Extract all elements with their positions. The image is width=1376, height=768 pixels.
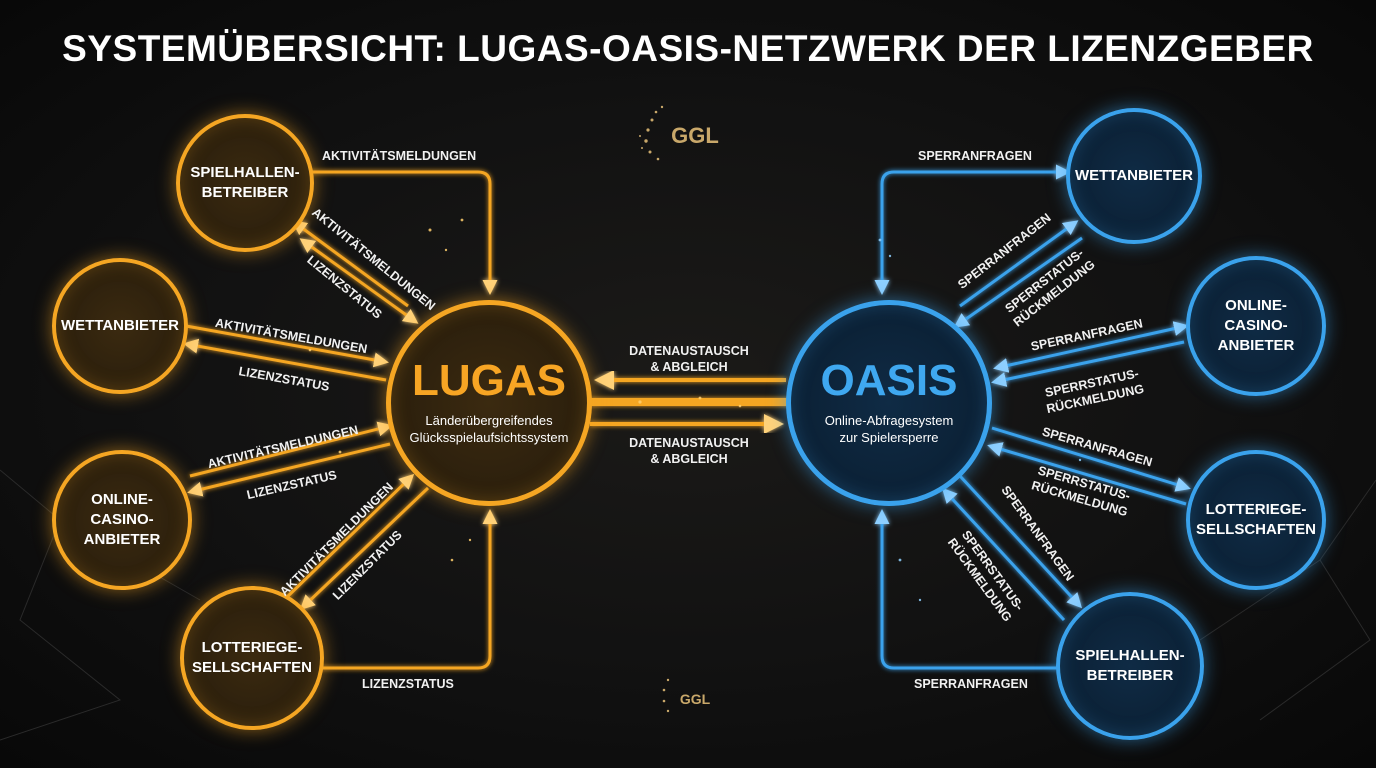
node-online-casino-oasis: ONLINE- CASINO- ANBIETER — [1186, 256, 1326, 396]
arrow-oasis-casino — [993, 321, 1189, 373]
arrow-casino-lugas — [189, 421, 393, 478]
arrow-lotterie-lugas — [284, 473, 415, 600]
node-spielhallen-betreiber-oasis: SPIELHALLEN- BETREIBER — [1056, 592, 1204, 740]
arrow-lotterie-to-lugas-bottom — [320, 509, 498, 670]
arrow-spielhallen-lugas — [299, 238, 419, 324]
hub-oasis-subtitle-1: Online-Abfragesystem — [824, 413, 954, 429]
arrow-oasis-wett — [959, 220, 1079, 308]
oasis-arrows — [874, 164, 1191, 670]
node-wettanbieter-lugas: WETTANBIETER — [52, 258, 188, 394]
label-lugas-top-flow: AKTIVITÄTSMELDUNGEN — [322, 149, 477, 163]
orange-sparkles — [308, 218, 742, 562]
hub-oasis-subtitle-2: zur Spielersperre — [839, 430, 939, 445]
arrow-lugas-lotterie — [299, 486, 430, 611]
hub-lugas-subtitle-2: Glücksspielaufsichtssystem — [409, 430, 569, 445]
hub-oasis-title: OASIS — [820, 356, 958, 406]
hub-oasis: OASIS Online-Abfragesystem zur Spielersp… — [786, 300, 992, 506]
node-lotteriegesellschaften-oasis: LOTTERIEGE- SELLSCHAFTEN — [1186, 450, 1326, 590]
label-exchange-top: DATENAUSTAUSCH & ABGLEICH — [629, 344, 749, 374]
arrow-spielhallen-lugas-return — [291, 220, 409, 308]
arrow-lugas-wett — [183, 338, 387, 382]
arrow-spielhallen-oasis — [941, 487, 1066, 622]
blue-sparkles — [878, 238, 1082, 602]
node-wettanbieter-oasis: WETTANBIETER — [1066, 108, 1202, 244]
hub-lugas-subtitle-1: Länderübergreifendes — [425, 413, 553, 429]
arrow-oasis-spielhallen — [958, 474, 1083, 609]
arrow-casino-oasis — [991, 340, 1185, 387]
node-spielhallen-betreiber-lugas: SPIELHALLEN- BETREIBER — [176, 114, 314, 252]
arrow-lotterie-oasis — [987, 442, 1187, 506]
label-lugas-bottom-flow: LIZENZSTATUS — [362, 677, 454, 691]
arrow-wett-oasis — [953, 236, 1083, 328]
ggl-logo-bottom: GGL — [672, 684, 718, 714]
arrow-oasis-wett-top — [874, 164, 1071, 295]
node-online-casino-lugas: ONLINE- CASINO- ANBIETER — [52, 450, 192, 590]
arrow-wett-lugas — [185, 324, 389, 368]
arrow-spielhallen-to-oasis-bottom — [874, 509, 1060, 670]
arrow-oasis-lotterie — [991, 426, 1191, 492]
node-lotteriegesellschaften-lugas: LOTTERIEGE- SELLSCHAFTEN — [180, 586, 324, 730]
arrow-spielhallen-to-lugas-top — [308, 170, 498, 295]
lugas-arrows — [183, 170, 498, 670]
hub-lugas-title: LUGAS — [412, 356, 566, 406]
label-oasis-bottom-flow: SPERRANFRAGEN — [914, 677, 1028, 691]
page-title: SYSTEMÜBERSICHT: LUGAS-OASIS-NETZWERK DE… — [62, 28, 1314, 69]
ggl-logo-text: GGL — [671, 123, 719, 148]
label-oasis-top-flow: SPERRANFRAGEN — [918, 149, 1032, 163]
ggl-logo-top: GGL — [660, 118, 730, 154]
arrow-lugas-casino — [187, 442, 391, 497]
logo-dots — [639, 105, 670, 713]
exchange-arrows — [590, 370, 790, 434]
hub-lugas: LUGAS Länderübergreifendes Glücksspielau… — [386, 300, 592, 506]
label-exchange-bottom: DATENAUSTAUSCH & ABGLEICH — [629, 436, 749, 466]
ggl-logo-text-small: GGL — [679, 691, 711, 707]
